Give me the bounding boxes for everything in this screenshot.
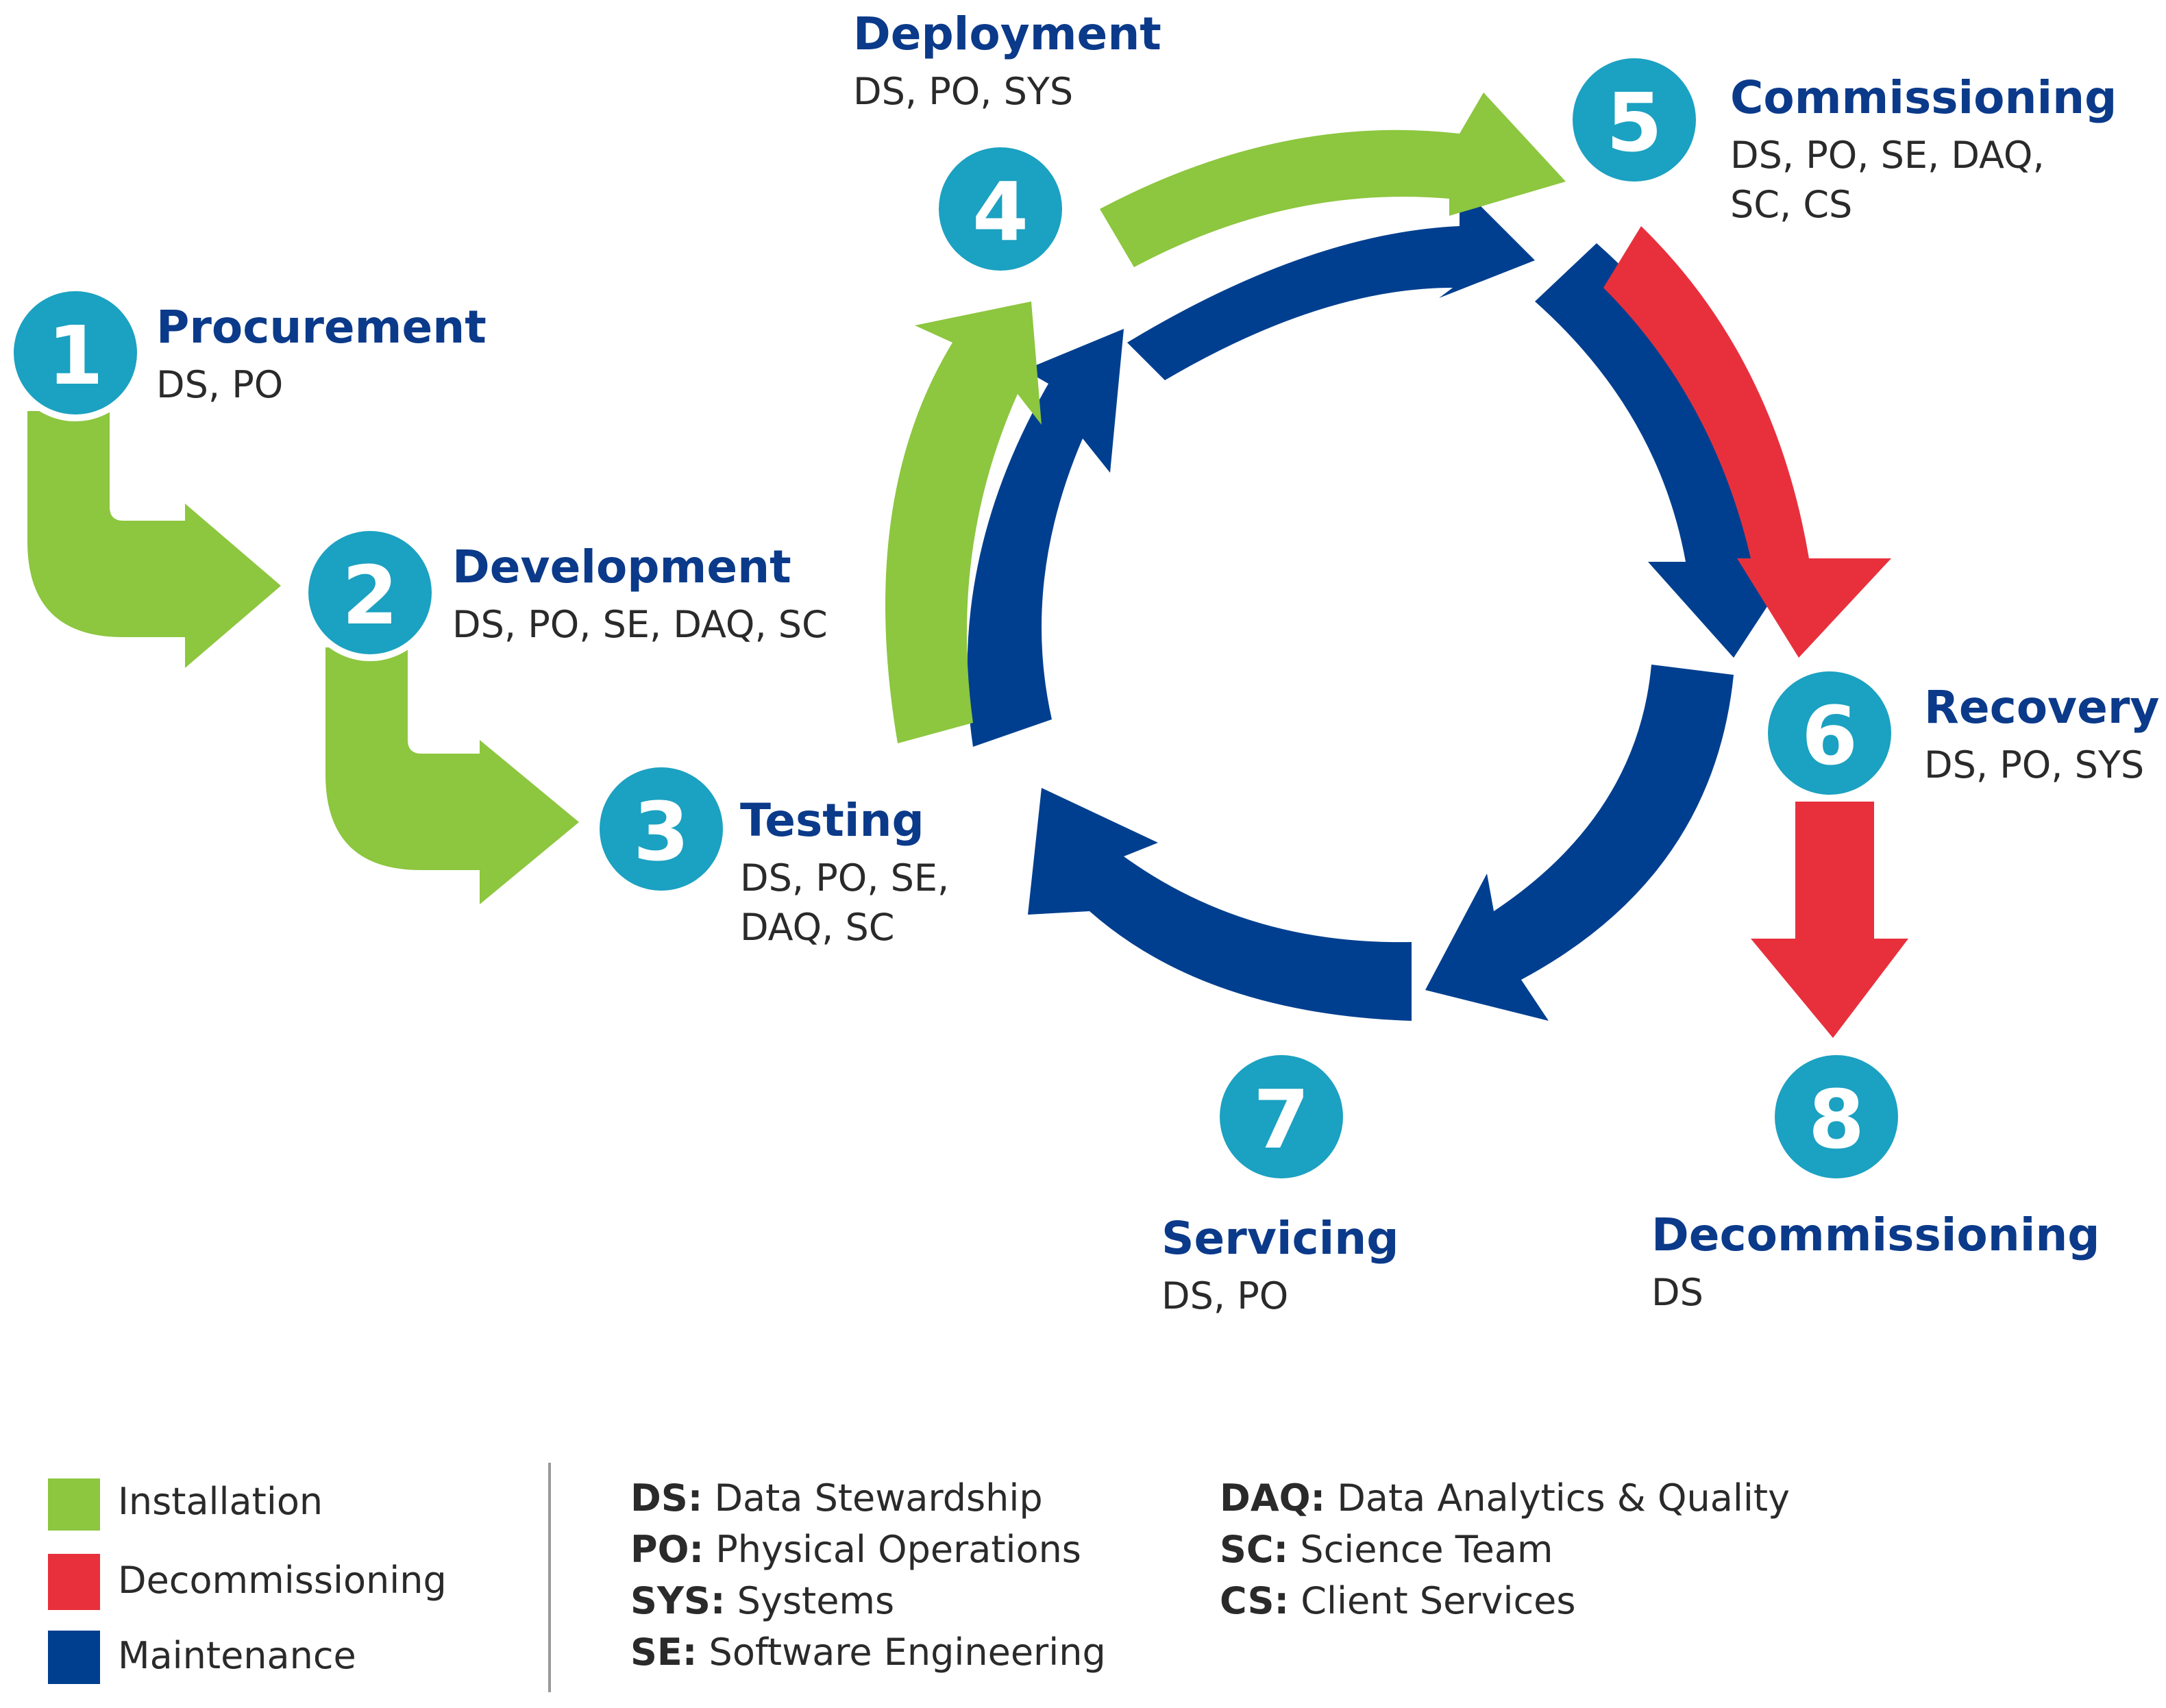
abbreviation-key: DAQ: xyxy=(1220,1476,1325,1520)
abbreviation-value: Systems xyxy=(725,1579,894,1622)
step-number: 7 xyxy=(1253,1072,1309,1167)
abbreviation-entry: SE: Software Engineering xyxy=(630,1631,1106,1674)
abbreviation-key: SE: xyxy=(630,1631,697,1674)
step-number: 6 xyxy=(1801,689,1858,783)
arrow-development-to-testing xyxy=(325,647,579,904)
stage-title: Commissioning xyxy=(1730,71,2117,124)
step-circle xyxy=(1775,1055,1898,1178)
ring-arrow-deployment-to-commissioning xyxy=(1127,185,1535,380)
stage-roles: DS, PO, SE, DAQ, SC xyxy=(452,603,828,646)
step-2-badge: 2 xyxy=(301,524,439,661)
abbreviation-value: Physical Operations xyxy=(704,1528,1081,1571)
stage-title: Testing xyxy=(740,794,924,847)
stage-title: Procurement xyxy=(156,301,487,354)
step-8-badge: 8 xyxy=(1768,1048,1905,1185)
legend-swatch-decommissioning xyxy=(48,1554,100,1610)
abbreviation-key: DS: xyxy=(630,1476,702,1520)
ring-arrow-commissioning-to-recovery xyxy=(1535,243,1799,658)
stage-roles: DS, PO xyxy=(156,363,283,406)
abbreviation-value: Science Team xyxy=(1288,1528,1553,1571)
step-number: 1 xyxy=(47,308,103,403)
abbreviation-value: Software Engineering xyxy=(697,1631,1105,1674)
stage-roles: DS, PO, SE, DAQ, xyxy=(1730,134,2045,177)
legend-label-maintenance: Maintenance xyxy=(118,1634,356,1677)
abbreviation-value: Data Analytics & Quality xyxy=(1325,1476,1790,1520)
stage-title: Development xyxy=(452,541,791,593)
stage-roles: DAQ, SC xyxy=(740,906,894,949)
stage-roles: DS, PO, SYS xyxy=(853,70,1073,113)
step-number: 5 xyxy=(1606,75,1662,170)
abbreviation-value: Data Stewardship xyxy=(702,1476,1042,1520)
step-3-badge: 3 xyxy=(593,760,730,898)
abbreviation-key: CS: xyxy=(1220,1579,1289,1622)
arrow-commissioning-to-recovery xyxy=(1603,226,1891,658)
step-circle xyxy=(308,531,432,654)
ring-arrow-servicing-to-deployment xyxy=(1028,788,1412,1021)
ring-arrow-recovery-to-servicing xyxy=(1425,665,1734,1021)
legend-swatch-installation xyxy=(48,1478,100,1531)
abbreviation-entry: DAQ: Data Analytics & Quality xyxy=(1220,1476,1790,1520)
step-circle xyxy=(1573,58,1696,182)
abbreviation-key: SC: xyxy=(1220,1528,1288,1571)
step-number: 2 xyxy=(342,548,398,643)
step-number: 8 xyxy=(1808,1072,1865,1167)
arrow-recovery-to-decommissioning xyxy=(1751,802,1908,1038)
stage-roles: SC, CS xyxy=(1730,183,1852,226)
abbreviation-key: SYS: xyxy=(630,1579,725,1622)
stage-title: Recovery xyxy=(1924,681,2159,734)
stage-title: Deployment xyxy=(853,8,1161,60)
legend: Installation Decommissioning Maintenance… xyxy=(48,1463,1790,1692)
ring-arrow-deployment-return xyxy=(967,329,1124,747)
abbreviation-entry: CS: Client Services xyxy=(1220,1579,1576,1622)
step-number: 4 xyxy=(972,164,1029,259)
step-circles: 1 2 3 4 5 6 7 8 xyxy=(7,51,1905,1185)
abbreviation-entry: SYS: Systems xyxy=(630,1579,894,1622)
step-circle xyxy=(939,147,1062,271)
abbreviation-key: PO: xyxy=(630,1528,704,1571)
step-6-badge: 6 xyxy=(1761,665,1898,802)
abbreviation-entry: SC: Science Team xyxy=(1220,1528,1553,1571)
legend-label-decommissioning: Decommissioning xyxy=(118,1559,447,1602)
stage-roles: DS xyxy=(1651,1271,1703,1314)
abbreviation-entry: DS: Data Stewardship xyxy=(630,1476,1043,1520)
stage-roles: DS, PO, SE, xyxy=(740,856,949,900)
stage-roles: DS, PO, SYS xyxy=(1924,743,2144,787)
step-number: 3 xyxy=(633,784,689,879)
step-7-badge: 7 xyxy=(1213,1048,1350,1185)
step-circle xyxy=(1220,1055,1343,1178)
stage-title: Servicing xyxy=(1161,1212,1399,1265)
arrow-deployment-to-commissioning xyxy=(1100,92,1566,267)
legend-label-installation: Installation xyxy=(118,1480,323,1523)
abbreviation-entry: PO: Physical Operations xyxy=(630,1528,1081,1571)
step-1-badge: 1 xyxy=(7,284,144,421)
step-circle xyxy=(1768,671,1891,795)
arrow-testing-to-deployment xyxy=(885,301,1042,743)
step-5-badge: 5 xyxy=(1566,51,1703,188)
abbreviation-value: Client Services xyxy=(1289,1579,1575,1622)
stage-title: Decommissioning xyxy=(1651,1209,2100,1261)
step-4-badge: 4 xyxy=(932,140,1069,277)
legend-swatch-maintenance xyxy=(48,1631,100,1684)
arrow-procurement-to-development xyxy=(27,411,281,668)
stage-roles: DS, PO xyxy=(1161,1274,1288,1317)
step-circle xyxy=(600,767,723,891)
step-circle xyxy=(14,291,137,414)
